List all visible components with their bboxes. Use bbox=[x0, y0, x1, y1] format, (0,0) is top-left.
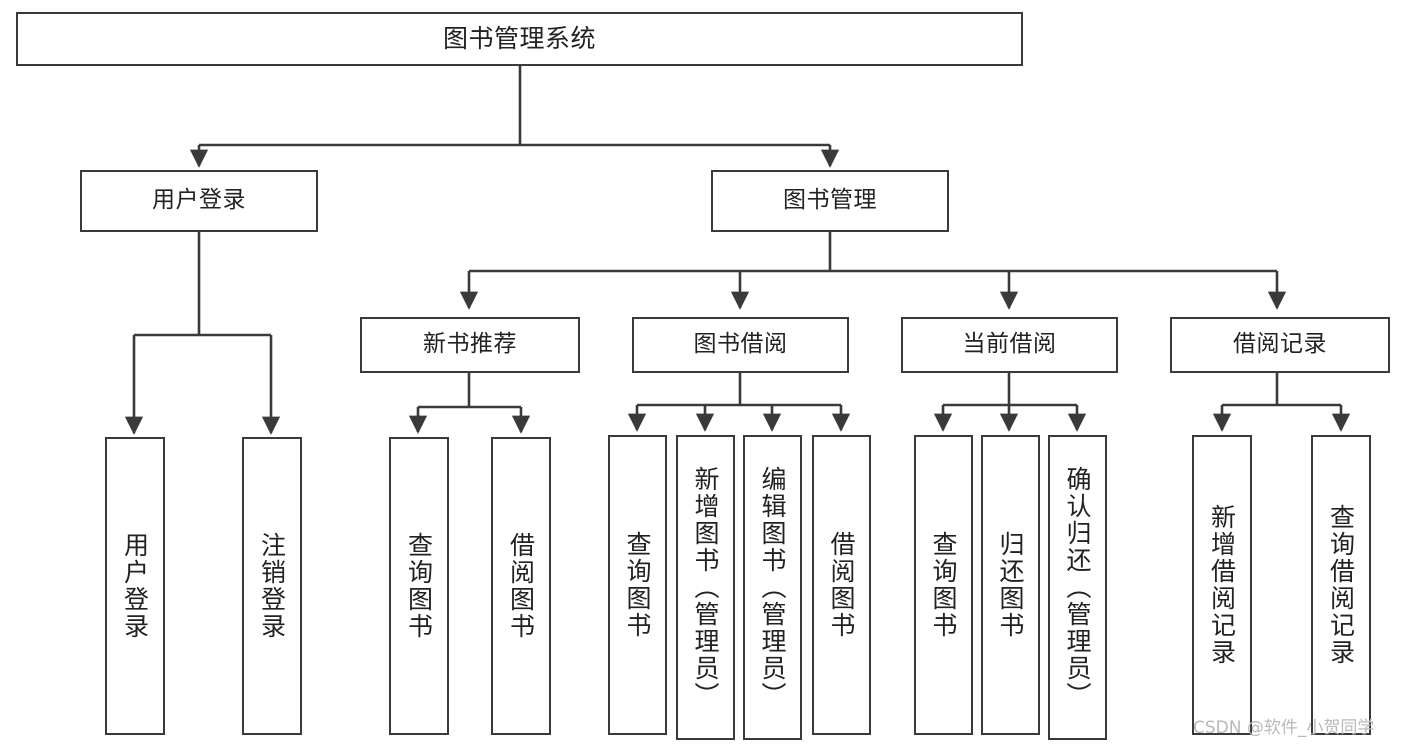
node-new-book-recommend[interactable]: 新书推荐 bbox=[360, 317, 580, 373]
node-leaf-query-book-2[interactable]: 查询图书 bbox=[608, 435, 667, 735]
node-leaf-return-book-label: 归还图书 bbox=[996, 531, 1025, 639]
node-leaf-user-login[interactable]: 用户登录 bbox=[105, 437, 165, 735]
node-book-borrow-label: 图书借阅 bbox=[693, 331, 788, 358]
node-leaf-query-book-1[interactable]: 查询图书 bbox=[389, 437, 449, 735]
node-leaf-edit-book-label: 编辑图书（管理员） bbox=[758, 466, 787, 709]
node-current-borrow[interactable]: 当前借阅 bbox=[901, 317, 1118, 373]
node-book-borrow[interactable]: 图书借阅 bbox=[632, 317, 849, 373]
node-leaf-add-record[interactable]: 新增借阅记录 bbox=[1192, 435, 1252, 735]
node-leaf-borrow-book-1[interactable]: 借阅图书 bbox=[491, 437, 551, 735]
node-leaf-return-book[interactable]: 归还图书 bbox=[981, 435, 1040, 735]
node-leaf-query-record[interactable]: 查询借阅记录 bbox=[1311, 435, 1371, 735]
node-leaf-query-book-3[interactable]: 查询图书 bbox=[914, 435, 973, 735]
node-leaf-add-book[interactable]: 新增图书（管理员） bbox=[676, 435, 735, 740]
node-leaf-borrow-book-2[interactable]: 借阅图书 bbox=[812, 435, 871, 735]
node-leaf-query-book-1-label: 查询图书 bbox=[404, 532, 434, 640]
node-leaf-edit-book[interactable]: 编辑图书（管理员） bbox=[743, 435, 802, 740]
node-leaf-user-login-label: 用户登录 bbox=[120, 532, 150, 640]
node-leaf-add-book-label: 新增图书（管理员） bbox=[691, 466, 720, 709]
node-leaf-query-book-3-label: 查询图书 bbox=[929, 531, 958, 639]
node-root-label: 图书管理系统 bbox=[442, 24, 596, 53]
node-leaf-query-record-label: 查询借阅记录 bbox=[1326, 504, 1356, 666]
csdn-watermark: CSDN @软件_小贺同学 bbox=[1193, 718, 1375, 738]
node-current-borrow-label: 当前借阅 bbox=[962, 331, 1057, 358]
node-borrow-record[interactable]: 借阅记录 bbox=[1170, 317, 1390, 373]
node-new-book-recommend-label: 新书推荐 bbox=[423, 331, 517, 358]
node-leaf-borrow-book-1-label: 借阅图书 bbox=[506, 532, 536, 640]
node-user-login[interactable]: 用户登录 bbox=[80, 170, 318, 232]
node-leaf-query-book-2-label: 查询图书 bbox=[623, 531, 652, 639]
node-root[interactable]: 图书管理系统 bbox=[16, 12, 1023, 66]
node-leaf-confirm-return-label: 确认归还（管理员） bbox=[1063, 466, 1092, 709]
node-leaf-borrow-book-2-label: 借阅图书 bbox=[827, 531, 856, 639]
node-leaf-add-record-label: 新增借阅记录 bbox=[1207, 504, 1237, 666]
node-leaf-logout-label: 注销登录 bbox=[257, 532, 287, 640]
node-book-manage[interactable]: 图书管理 bbox=[711, 170, 949, 232]
node-leaf-confirm-return[interactable]: 确认归还（管理员） bbox=[1048, 435, 1107, 740]
node-user-login-label: 用户登录 bbox=[152, 187, 246, 214]
node-leaf-logout[interactable]: 注销登录 bbox=[242, 437, 302, 735]
node-book-manage-label: 图书管理 bbox=[783, 187, 877, 214]
node-borrow-record-label: 借阅记录 bbox=[1233, 331, 1327, 358]
